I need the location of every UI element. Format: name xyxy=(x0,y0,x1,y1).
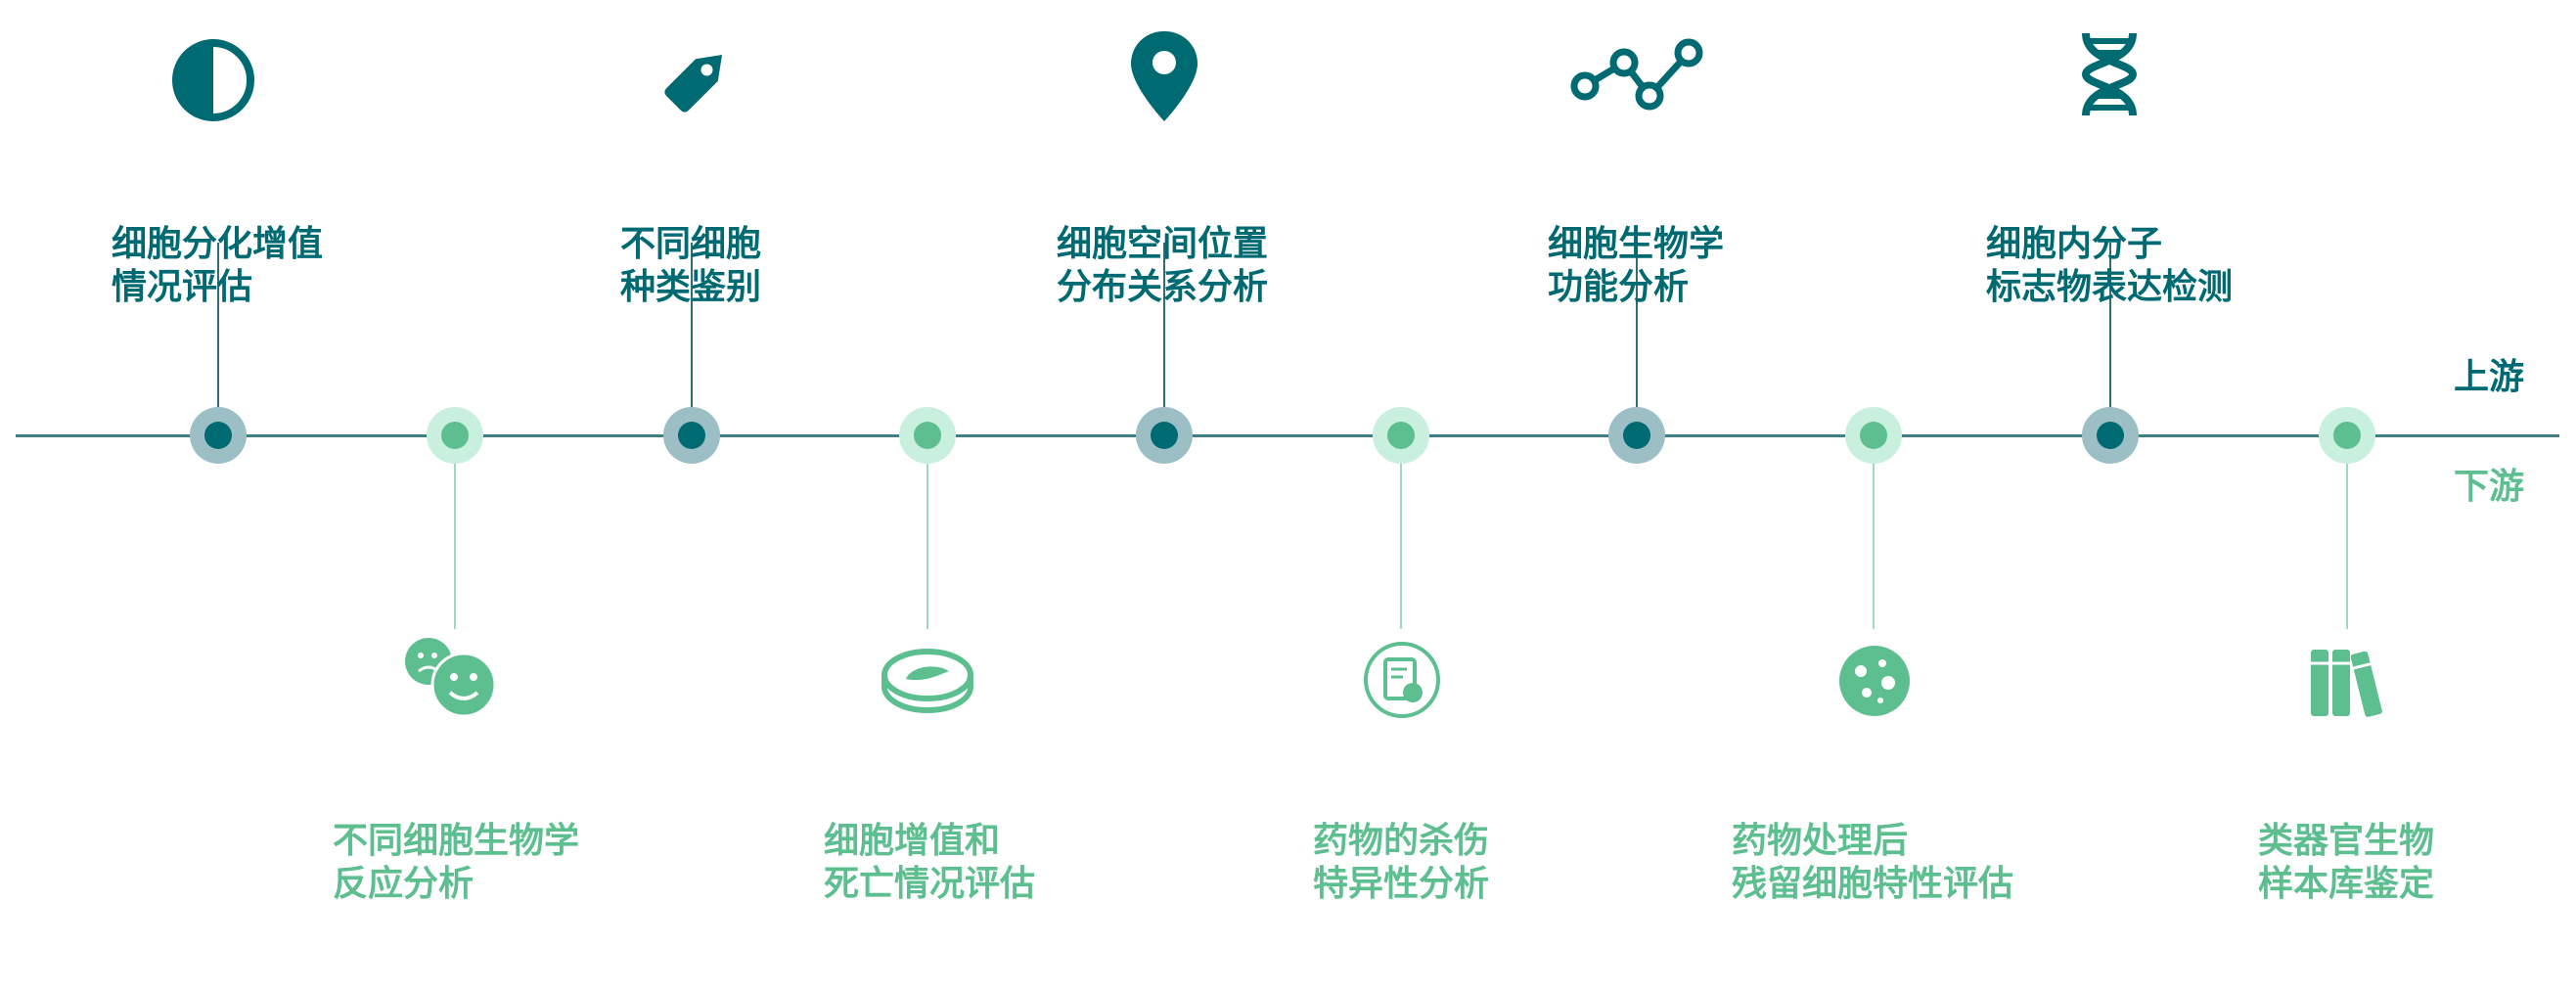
downstream-label: 不同细胞生物学反应分析 xyxy=(333,821,580,904)
petri-dish-icon xyxy=(881,649,973,713)
upstream-connector xyxy=(1636,243,1638,434)
upstream-label: 细胞空间位置分布关系分析 xyxy=(1057,224,1269,307)
upstream-node xyxy=(2082,407,2139,464)
map-pin-icon xyxy=(1131,31,1198,121)
upstream-connector xyxy=(2109,243,2111,434)
upstream-connector xyxy=(1163,243,1165,434)
dna-icon xyxy=(2081,32,2138,116)
upstream-label: 细胞生物学功能分析 xyxy=(1548,224,1725,307)
tag-icon xyxy=(664,54,723,113)
downstream-connector xyxy=(2346,437,2348,629)
upstream-connector xyxy=(691,243,693,434)
downstream-label: 类器官生物样本库鉴定 xyxy=(2258,821,2435,904)
upstream-node xyxy=(190,407,247,464)
downstream-side-label: 下游 xyxy=(2454,467,2525,507)
line-chart-icon xyxy=(1570,38,1703,111)
downstream-node xyxy=(1845,407,1902,464)
faces-icon xyxy=(405,638,497,718)
upstream-connector xyxy=(217,243,219,434)
drug-report-icon xyxy=(1364,642,1440,718)
upstream-node xyxy=(1136,407,1193,464)
downstream-connector xyxy=(1400,437,1402,629)
downstream-connector xyxy=(926,437,928,629)
downstream-node xyxy=(427,407,483,464)
downstream-label: 细胞增值和死亡情况评估 xyxy=(824,821,1036,904)
downstream-label: 药物处理后残留细胞特性评估 xyxy=(1732,821,2014,904)
upstream-label: 不同细胞种类鉴别 xyxy=(620,224,762,307)
downstream-node xyxy=(899,407,956,464)
upstream-label: 细胞内分子标志物表达检测 xyxy=(1986,224,2234,307)
downstream-label: 药物的杀伤特异性分析 xyxy=(1313,821,1490,904)
timeline-axis xyxy=(16,434,2559,437)
cell-colony-icon xyxy=(1839,646,1910,716)
downstream-connector xyxy=(1873,437,1875,629)
upstream-node xyxy=(663,407,720,464)
books-icon xyxy=(2311,650,2382,717)
downstream-node xyxy=(2319,407,2375,464)
upstream-node xyxy=(1608,407,1665,464)
contrast-circle-icon xyxy=(172,39,254,121)
upstream-label: 细胞分化增值情况评估 xyxy=(112,224,324,307)
timeline-diagram: 细胞分化增值情况评估 不同细胞种类鉴别 细胞空间位置分布关系分析 细胞生物学功能… xyxy=(16,31,2559,904)
downstream-node xyxy=(1373,407,1429,464)
downstream-connector xyxy=(454,437,456,629)
upstream-side-label: 上游 xyxy=(2454,357,2525,397)
